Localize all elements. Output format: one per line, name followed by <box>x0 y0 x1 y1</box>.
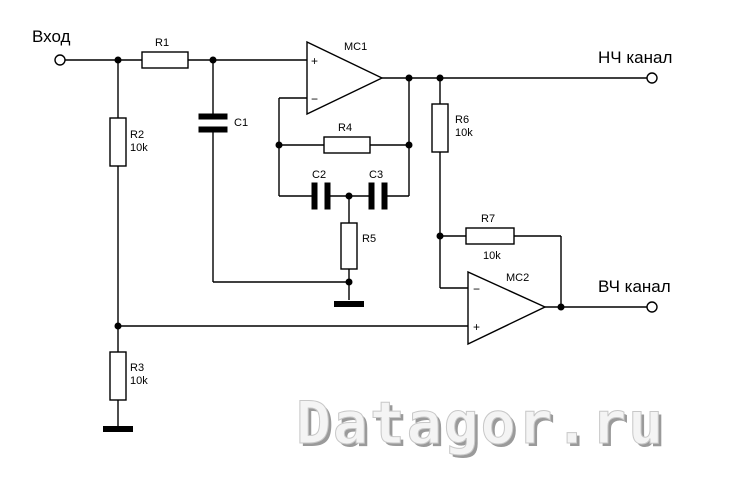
r1-label: R1 <box>155 37 169 49</box>
r6-value: 10k <box>455 127 473 139</box>
lf-output-terminal <box>646 72 658 84</box>
wires <box>65 59 647 428</box>
c3-label: C3 <box>369 169 383 181</box>
r4-label: R4 <box>338 122 352 134</box>
resistor-r2 <box>109 117 127 167</box>
watermark-shadow: Datagor.ru <box>299 392 668 460</box>
r2-value: 10k <box>130 142 148 154</box>
input-terminal <box>54 54 66 66</box>
opamp-mc2 <box>467 270 547 346</box>
input-label: Вход <box>32 27 71 46</box>
mc1-label: MC1 <box>344 41 367 53</box>
hf-output-terminal <box>646 301 658 313</box>
junction-dots <box>114 56 565 330</box>
c1-label: C1 <box>234 117 248 129</box>
r3-value: 10k <box>130 375 148 387</box>
ground-symbol-r3 <box>103 426 133 432</box>
mc1-minus-sign: − <box>311 92 318 106</box>
resistor-r5 <box>340 222 358 270</box>
mc1-plus-sign: + <box>311 54 318 68</box>
r7-label: R7 <box>481 213 495 225</box>
ground-symbol-r5 <box>334 301 364 307</box>
resistor-r4 <box>323 136 371 154</box>
r3-label: R3 <box>130 362 144 374</box>
resistor-r6 <box>431 103 449 153</box>
watermark: Datagor.ru <box>296 389 665 457</box>
capacitor-c1 <box>198 113 228 133</box>
capacitor-c2 <box>311 182 331 210</box>
mc2-minus-sign: − <box>473 282 480 296</box>
r2-label: R2 <box>130 129 144 141</box>
lf-output-label: НЧ канал <box>598 48 672 67</box>
r7-value: 10k <box>483 250 501 262</box>
hf-output-label: ВЧ канал <box>598 277 671 296</box>
opamp-mc1 <box>306 40 384 116</box>
r6-label: R6 <box>455 114 469 126</box>
mc2-label: MC2 <box>506 272 529 284</box>
mc2-plus-sign: + <box>473 320 480 334</box>
resistor-r3 <box>109 351 127 401</box>
resistor-r7 <box>465 227 515 245</box>
r5-label: R5 <box>362 233 376 245</box>
capacitor-c3 <box>368 182 388 210</box>
resistor-r1 <box>141 51 189 69</box>
c2-label: C2 <box>312 169 326 181</box>
